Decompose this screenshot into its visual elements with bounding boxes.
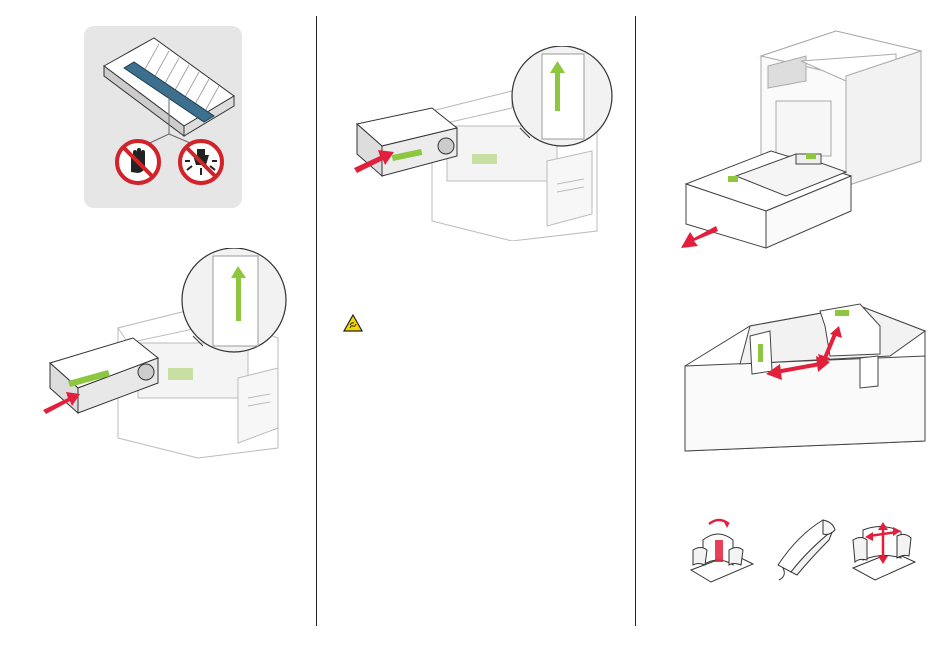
figure-adjust-tray-guides xyxy=(680,296,930,454)
figure-insert-toner-cartridge xyxy=(352,46,614,241)
caution-hot-icon xyxy=(343,314,363,332)
pull-arrow xyxy=(681,226,718,248)
figure-insert-imaging-unit xyxy=(38,248,293,463)
no-touch-icon xyxy=(115,139,161,185)
figure-remove-tray xyxy=(676,26,926,256)
column-divider-right xyxy=(635,16,636,626)
figure-flex-fan-align-paper xyxy=(683,510,918,585)
no-light-icon xyxy=(178,139,224,185)
column-divider-left xyxy=(316,16,317,626)
figure-imaging-unit-warnings xyxy=(84,26,242,208)
